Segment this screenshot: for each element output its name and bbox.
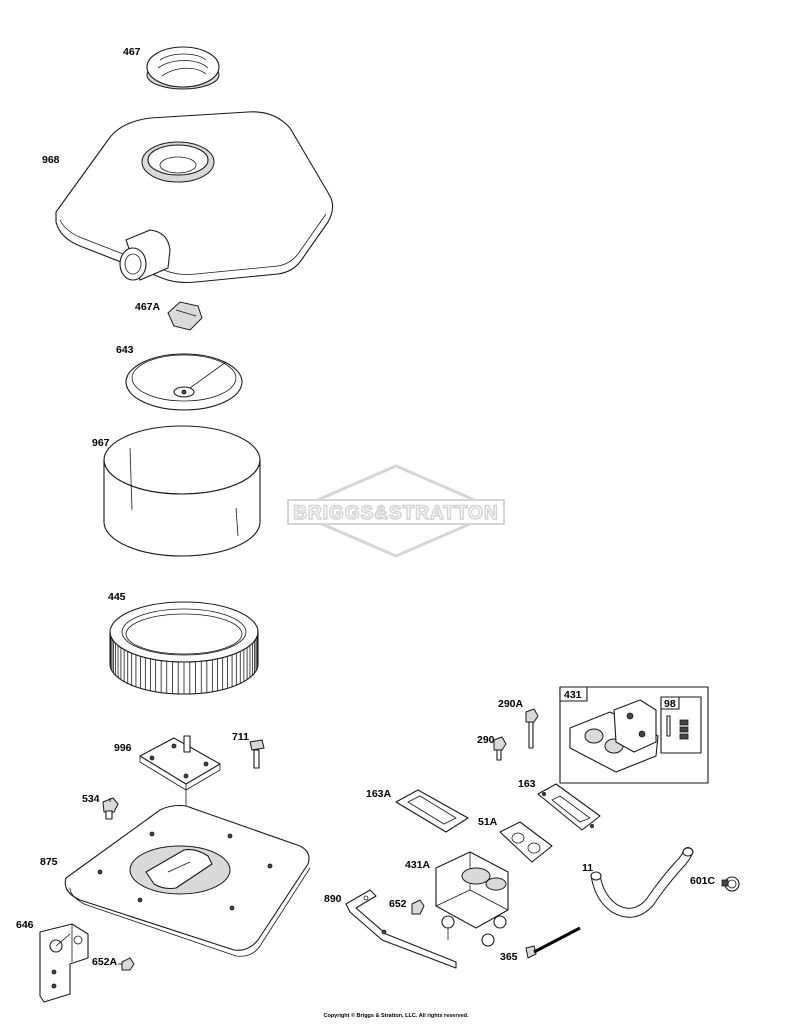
watermark-text: BRIGGS&STRATTON: [293, 503, 498, 524]
part-652A-nut[interactable]: [121, 957, 135, 971]
part-290-bolt[interactable]: [493, 736, 507, 761]
part-875-base[interactable]: [64, 804, 311, 957]
label-365: 365: [500, 951, 518, 963]
label-652: 652: [389, 898, 407, 910]
label-967: 967: [92, 437, 110, 449]
part-431A-throttle-body[interactable]: [435, 851, 509, 947]
label-431A: 431A: [405, 859, 431, 871]
label-890: 890: [324, 893, 342, 905]
part-labels: 467 968 467A 643 967 445 996 711 534 875…: [16, 46, 716, 968]
part-445-filter[interactable]: [109, 601, 259, 695]
part-51A-gasket[interactable]: [499, 821, 553, 863]
briggs-stratton-watermark-logo: BRIGGS&STRATTON: [287, 464, 505, 558]
label-163A: 163A: [366, 788, 392, 800]
label-98: 98: [664, 698, 676, 710]
label-643: 643: [116, 344, 134, 356]
part-967-prefilter[interactable]: [103, 425, 261, 557]
part-467A-knob[interactable]: [167, 301, 203, 331]
part-290A-bolt[interactable]: [525, 708, 539, 749]
label-711: 711: [232, 731, 249, 743]
label-290: 290: [477, 734, 495, 746]
label-290A: 290A: [498, 698, 524, 710]
part-996-bracket[interactable]: [139, 735, 221, 806]
copyright-footer: Copyright © Briggs & Stratton, LLC. All …: [323, 1013, 469, 1019]
label-163: 163: [518, 778, 536, 790]
label-11: 11: [582, 862, 593, 874]
label-534: 534: [82, 793, 100, 805]
part-890-bracket[interactable]: [345, 889, 457, 969]
label-445: 445: [108, 591, 126, 603]
part-711-bolt[interactable]: [249, 739, 265, 769]
part-365-bolt[interactable]: [525, 926, 581, 959]
label-51A: 51A: [478, 816, 498, 828]
part-601C-clamp[interactable]: [721, 876, 740, 892]
filter-pleats: [109, 632, 259, 694]
label-601C: 601C: [690, 875, 716, 887]
part-431-kit-box[interactable]: [559, 686, 709, 784]
leader-lines: [55, 798, 122, 965]
part-968-cover[interactable]: [55, 111, 334, 284]
label-431: 431: [564, 689, 582, 701]
part-534-nut[interactable]: [102, 797, 119, 820]
part-643-plate[interactable]: [125, 353, 243, 411]
part-163A-gasket[interactable]: [395, 789, 469, 833]
label-467A: 467A: [135, 301, 161, 313]
label-652A: 652A: [92, 956, 118, 968]
part-163-gasket[interactable]: [537, 783, 601, 831]
label-996: 996: [114, 742, 132, 754]
label-646: 646: [16, 919, 34, 931]
part-467-cap[interactable]: [146, 46, 220, 90]
part-652-nut[interactable]: [411, 899, 425, 915]
part-11-hose[interactable]: [590, 847, 694, 918]
label-467: 467: [123, 46, 141, 58]
label-875: 875: [40, 856, 58, 868]
part-646-bracket[interactable]: [39, 923, 89, 1003]
label-968: 968: [42, 154, 60, 166]
